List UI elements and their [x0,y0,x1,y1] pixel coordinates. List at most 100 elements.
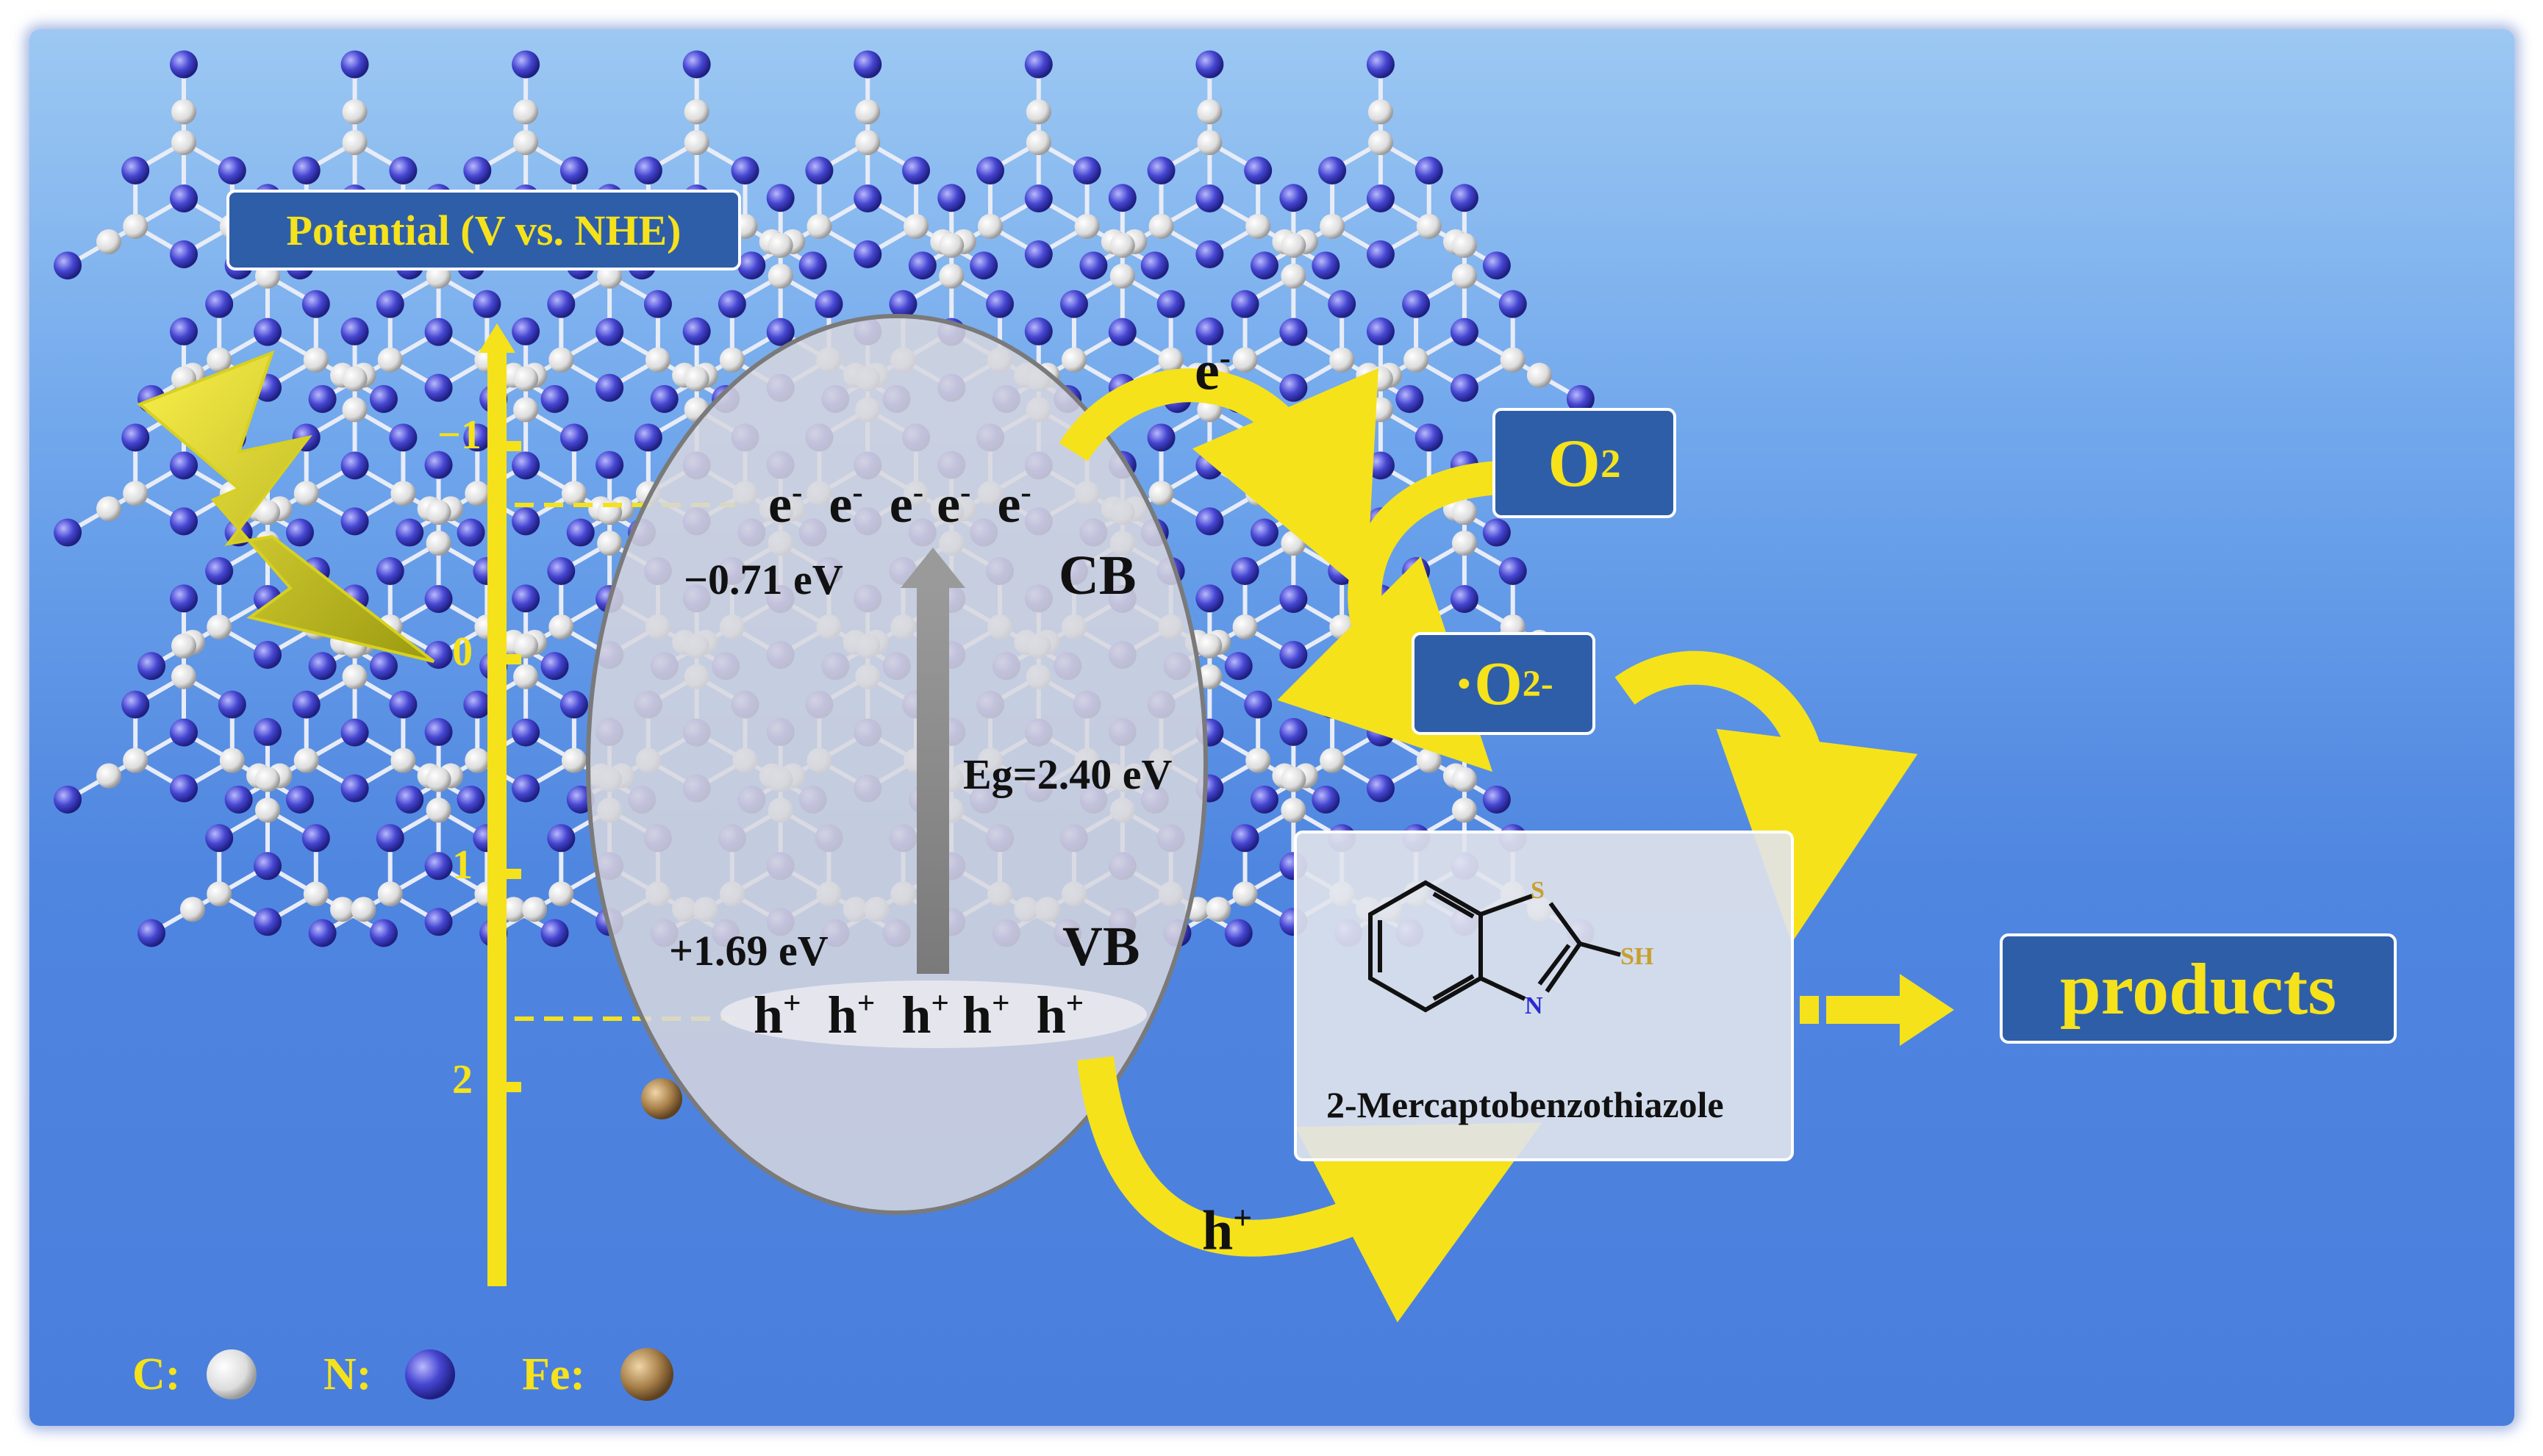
carbon-atom [513,633,539,659]
carbon-atom [1329,347,1355,373]
nitrogen-atom [718,290,746,318]
nitrogen-atom [205,556,234,585]
lattice-bond [1304,196,1382,244]
carbon-atom [1451,797,1477,823]
lattice-bond [1046,330,1124,378]
nitrogen-atom [1334,652,1362,681]
carbon-atom [1245,747,1271,773]
nitrogen-atom [170,507,198,536]
carbon-atom [96,229,121,254]
carbon-atom [465,481,490,506]
carbon-atom [293,481,319,506]
nitrogen-atom [424,373,453,402]
nitrogen-atom [634,157,662,184]
nitrogen-atom [205,824,234,853]
nitrogen-atom [547,824,576,853]
carbon-atom [1451,263,1477,289]
carbon-atom [426,797,451,823]
lattice-bond [608,330,686,378]
nitrogen-atom [1195,317,1224,345]
carbon-atom [96,496,121,522]
nitrogen-atom [1414,157,1443,184]
nitrogen-atom [1195,184,1224,212]
nitrogen-atom [218,690,246,719]
nitrogen-atom [1195,584,1224,613]
lattice-bond [1217,864,1295,911]
nitrogen-atom [1024,317,1053,345]
nitrogen-atom [1450,584,1478,613]
lattice-bond [1133,196,1211,244]
nitrogen-atom [1366,317,1395,345]
carbon-atom [1416,747,1442,773]
nitrogen-atom [731,157,759,184]
nitrogen-atom [137,652,166,681]
carbon-atom [939,263,965,289]
carbon-atom [1320,214,1345,239]
nitrogen-atom [766,318,795,346]
nitrogen-atom [512,774,540,803]
scene-canvas [54,50,1954,1401]
carbon-atom [684,366,709,392]
carbon-atom [1148,214,1174,239]
nitrogen-atom [540,384,569,413]
nitrogen-atom [1024,184,1053,212]
nitrogen-atom [54,785,82,814]
lattice-bond [524,463,602,511]
carbon-atom [1245,214,1271,239]
diagram-frame: Potential (V vs. NHE) −1 0 1 2 e- e- e- … [29,29,2514,1426]
nitrogen-atom [902,157,931,184]
tick-label: −1 [437,412,482,458]
carbon-atom [522,897,548,922]
nitrogen-atom [424,584,453,613]
nitrogen-atom [170,451,198,480]
carbon-atom [303,881,329,907]
nitrogen-atom [1366,774,1395,803]
nitrogen-atom [369,919,398,947]
carbon-atom [1451,530,1477,556]
nitrogen-atom [1414,423,1443,452]
nitrogen-atom [1312,785,1340,814]
carbon-atom [548,881,574,907]
nitrogen-atom [254,908,282,936]
nitrogen-atom [559,423,588,452]
nitrogen-atom [254,852,282,881]
bandgap-label: Eg=2.40 eV [963,750,1173,798]
carbon-atom [1197,664,1223,689]
carbon-atom [303,347,329,373]
carbon-atom [1232,881,1258,907]
lattice-bond [362,864,440,911]
nitrogen-atom [340,317,369,345]
carbon-atom [255,767,280,792]
carbon-atom [561,747,587,773]
lattice-bond [1208,731,1286,778]
hole-attack-arrow [1077,1056,1542,1323]
nitrogen-atom [547,556,576,585]
products-label: products [2059,947,2337,1030]
lattice-bond [266,330,344,378]
nitrogen-atom [1312,251,1340,280]
nitrogen-atom [457,785,485,814]
lattice-bond [866,196,944,244]
nitrogen-atom [424,640,453,669]
nitrogen-atom [1450,318,1478,346]
carbon-atom [1367,366,1393,392]
nitrogen-atom [1108,318,1137,346]
nitrogen-atom [1244,157,1273,184]
carbon-atom [426,767,451,792]
lattice-bond [279,463,357,511]
nitrogen-atom [1224,919,1253,947]
nitrogen-atom [1195,507,1224,536]
molecule-name: 2-Mercaptobenzothiazole [1326,1084,1724,1125]
nitrogen-atom [301,290,330,318]
nitrogen-atom [389,157,418,184]
nitrogen-atom [1231,290,1259,318]
tick-label: 2 [452,1057,473,1102]
benzothiazole-structure: S SH N [1368,877,1653,1019]
nitrogen-atom [650,384,679,413]
nitrogen-atom [396,785,424,814]
carbon-atom [255,500,280,526]
axis-title-box: Potential (V vs. NHE) [226,190,741,270]
nitrogen-atom [682,317,711,345]
nitrogen-atom [170,317,198,345]
